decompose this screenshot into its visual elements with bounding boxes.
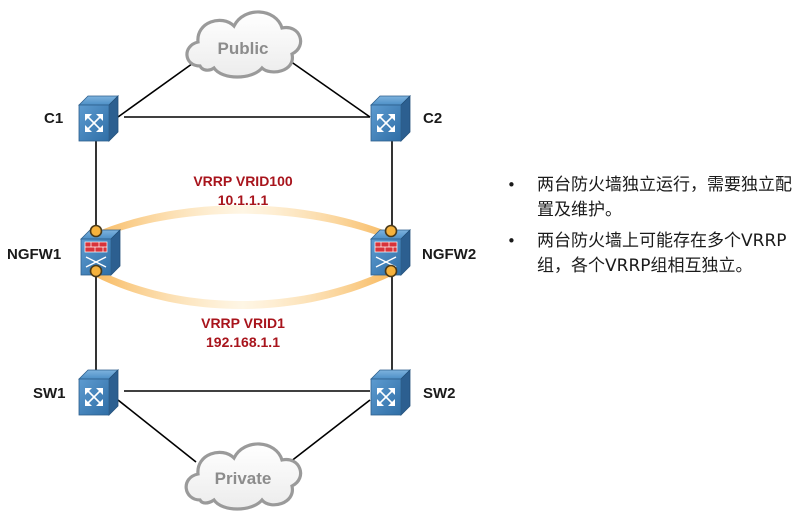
ngfw1-label: NGFW1 xyxy=(7,246,61,263)
vrid1-address: 192.168.1.1 xyxy=(206,334,280,350)
ngfw2-vrid100-dot xyxy=(384,224,398,238)
private-cloud-label: Private xyxy=(215,469,272,488)
sw1-label: SW1 xyxy=(33,385,66,402)
sw2-label: SW2 xyxy=(423,385,456,402)
vrid100-address: 10.1.1.1 xyxy=(218,192,269,208)
note-text: 两台防火墙独立运行，需要独立配置及维护。 xyxy=(537,175,792,220)
ngfw1-vrid100-dot xyxy=(89,224,103,238)
bullet-icon: • xyxy=(507,176,516,194)
public-cloud: Public xyxy=(185,10,303,79)
c1-label: C1 xyxy=(44,110,63,127)
note-text: 两台防火墙上可能存在多个VRRP组，各个VRRP组相互独立。 xyxy=(537,231,787,276)
c2-label: C2 xyxy=(423,110,442,127)
vrrp-vrid1-beam xyxy=(94,268,391,309)
vrid1-name: VRRP VRID1 xyxy=(201,315,285,331)
public-cloud-label: Public xyxy=(217,39,268,58)
sw2-switch-icon xyxy=(371,370,410,415)
ngfw2-vrid1-dot xyxy=(384,264,398,278)
vrrp-interface-dots xyxy=(89,224,398,278)
links xyxy=(95,60,393,463)
vrrp-vrid100-beam xyxy=(94,205,391,240)
ngfw1-vrid1-dot xyxy=(89,264,103,278)
sw1-switch-icon xyxy=(79,370,118,415)
c1-router-icon xyxy=(79,96,118,141)
private-cloud: Private xyxy=(184,442,303,511)
c2-router-icon xyxy=(371,96,410,141)
vrid100-name: VRRP VRID100 xyxy=(193,173,293,189)
note-item: • 两台防火墙上可能存在多个VRRP组，各个VRRP组相互独立。 xyxy=(503,229,795,279)
bullet-icon: • xyxy=(507,232,516,250)
ngfw2-label: NGFW2 xyxy=(422,246,476,263)
note-item: • 两台防火墙独立运行，需要独立配置及维护。 xyxy=(503,173,795,223)
notes-list: • 两台防火墙独立运行，需要独立配置及维护。 • 两台防火墙上可能存在多个VRRP组… xyxy=(503,173,795,285)
